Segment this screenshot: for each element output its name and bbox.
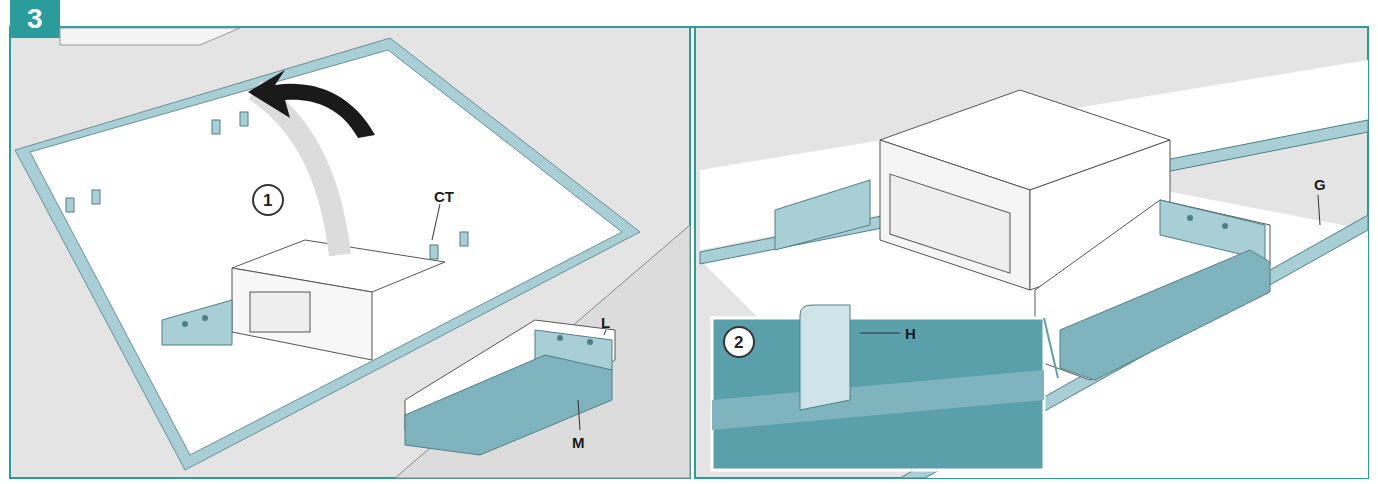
step-number: 3 [27,5,43,33]
part-label: M [572,435,585,450]
part-label: CT [434,189,454,204]
part-label: H [905,326,916,341]
callout-number: 2 [734,334,743,351]
part-label: G [1314,177,1326,192]
part-label: L [601,315,610,330]
callout-number: 1 [263,192,272,209]
